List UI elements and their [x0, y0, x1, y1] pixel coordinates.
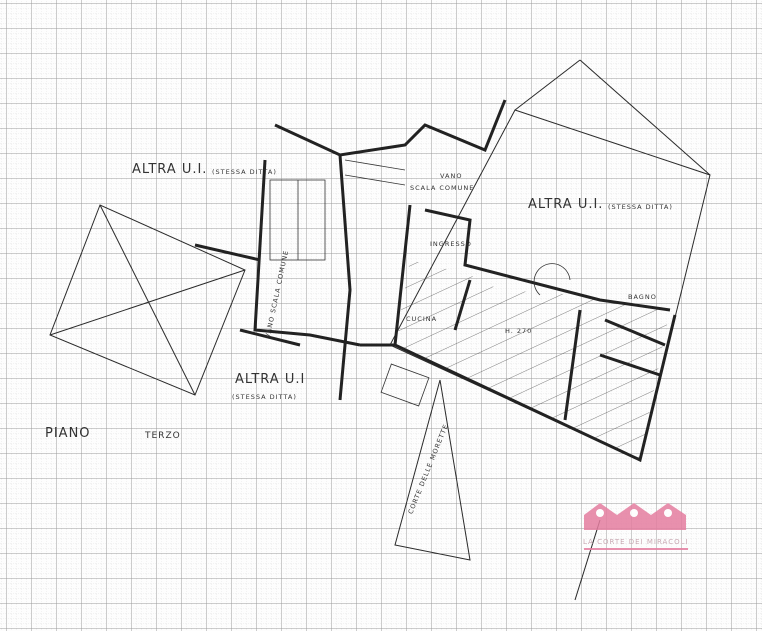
label-altra-ui-top-right: ALTRA U.I. — [528, 197, 604, 212]
label-piano: PIANO — [45, 426, 91, 441]
watermark-text: LA CORTE DEI MIRACOLI — [583, 538, 689, 546]
label-piano-value: TERZO — [145, 431, 181, 441]
label-altra-ui-bottom: ALTRA U.I — [235, 372, 306, 387]
label-altra-ui-bottom-note: (STESSA DITTA) — [232, 393, 297, 401]
label-ingresso: INGRESSO — [430, 240, 472, 248]
label-bagno: BAGNO — [628, 293, 657, 301]
label-cucina: CUCINA — [406, 315, 438, 323]
label-altra-ui-top-left: ALTRA U.I. — [132, 162, 208, 177]
label-altra-ui-top-left-note: (STESSA DITTA) — [212, 168, 277, 176]
stairs — [269, 159, 571, 407]
label-vano-top-1: VANO — [440, 172, 463, 180]
apartment-hatched-area — [395, 260, 670, 460]
label-vano-top-2: SCALA COMUNE — [410, 184, 475, 192]
walls — [194, 99, 677, 463]
label-altra-ui-top-right-note: (STESSA DITTA) — [608, 203, 673, 211]
label-height: H. 270 — [505, 327, 533, 335]
